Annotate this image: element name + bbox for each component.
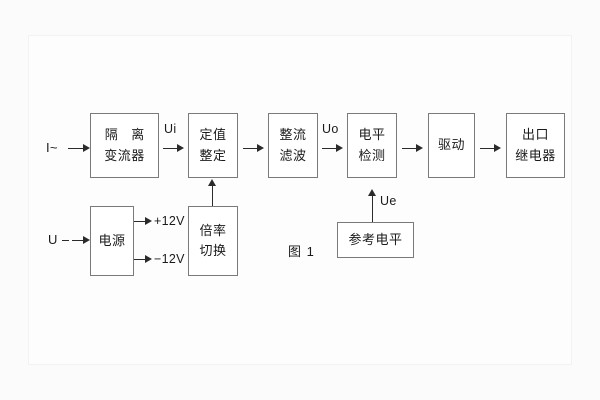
connector-multiplier-to-setting bbox=[212, 185, 213, 206]
block-multiplier-switch-line1: 倍率 bbox=[199, 222, 227, 238]
block-multiplier-switch[interactable]: 倍率 切换 bbox=[188, 206, 238, 276]
arrowhead-power-neg12 bbox=[145, 255, 152, 263]
block-reference-level-line1: 参考电平 bbox=[348, 231, 403, 247]
arrowhead-drive-to-relay bbox=[494, 144, 501, 152]
arrowhead-voltage-to-power bbox=[83, 236, 90, 244]
figure-caption: 图 1 bbox=[288, 244, 315, 259]
connector-reference-to-level bbox=[372, 194, 373, 222]
block-output-relay[interactable]: 出口 继电器 bbox=[506, 113, 565, 178]
signal-ui-label: Ui bbox=[164, 122, 177, 136]
block-level-detect-line1: 电平 bbox=[358, 127, 386, 143]
signal-pos12-label: +12V bbox=[154, 214, 185, 228]
input-voltage-label: U bbox=[48, 232, 58, 247]
arrowhead-reference-to-level bbox=[368, 189, 376, 196]
block-level-detect[interactable]: 电平 检测 bbox=[347, 113, 397, 178]
block-output-relay-line1: 出口 bbox=[521, 127, 549, 143]
connector-current-to-isolation bbox=[68, 148, 84, 149]
input-current-label: I~ bbox=[46, 140, 58, 155]
block-power-supply-line1: 电源 bbox=[98, 232, 126, 248]
arrowhead-multiplier-to-setting bbox=[208, 179, 216, 186]
block-rectify-filter[interactable]: 整流 滤波 bbox=[268, 113, 318, 178]
connector-rectify-to-level bbox=[322, 148, 337, 149]
connector-power-pos12 bbox=[134, 221, 146, 222]
block-setting-adjust[interactable]: 定值 整定 bbox=[188, 113, 238, 178]
arrowhead-setting-to-rectify bbox=[257, 144, 264, 152]
block-level-detect-line2: 检测 bbox=[358, 147, 386, 163]
connector-isolation-to-setting bbox=[163, 148, 178, 149]
arrowhead-rectify-to-level bbox=[336, 144, 343, 152]
block-drive-line1: 驱动 bbox=[437, 137, 465, 153]
arrowhead-power-pos12 bbox=[145, 217, 152, 225]
connector-voltage-to-power bbox=[72, 240, 84, 241]
connector-power-neg12 bbox=[134, 259, 146, 260]
signal-neg12-label: −12V bbox=[154, 252, 185, 266]
block-reference-level[interactable]: 参考电平 bbox=[337, 222, 414, 258]
block-multiplier-switch-line2: 切换 bbox=[199, 243, 227, 258]
block-isolation-transformer[interactable]: 隔 离 变流器 bbox=[90, 113, 159, 178]
connector-setting-to-rectify bbox=[243, 148, 258, 149]
block-isolation-transformer-line2: 变流器 bbox=[104, 147, 145, 163]
block-drive[interactable]: 驱动 bbox=[428, 113, 475, 178]
connector-drive-to-relay bbox=[480, 148, 495, 149]
block-output-relay-line2: 继电器 bbox=[515, 147, 556, 163]
arrowhead-current-to-isolation bbox=[83, 144, 90, 152]
diagram-frame bbox=[28, 35, 572, 365]
block-rectify-filter-line2: 滤波 bbox=[279, 147, 307, 163]
connector-voltage-dash bbox=[62, 240, 69, 241]
block-rectify-filter-line1: 整流 bbox=[279, 127, 307, 143]
connector-level-to-drive bbox=[402, 148, 417, 149]
arrowhead-level-to-drive bbox=[416, 144, 423, 152]
arrowhead-isolation-to-setting bbox=[177, 144, 184, 152]
signal-ue-label: Ue bbox=[380, 194, 397, 208]
block-setting-adjust-line2: 整定 bbox=[199, 147, 227, 163]
signal-uo-label: Uo bbox=[322, 122, 339, 136]
block-power-supply[interactable]: 电源 bbox=[90, 206, 134, 276]
block-isolation-transformer-line1: 隔 离 bbox=[104, 127, 150, 143]
block-setting-adjust-line1: 定值 bbox=[199, 127, 227, 143]
